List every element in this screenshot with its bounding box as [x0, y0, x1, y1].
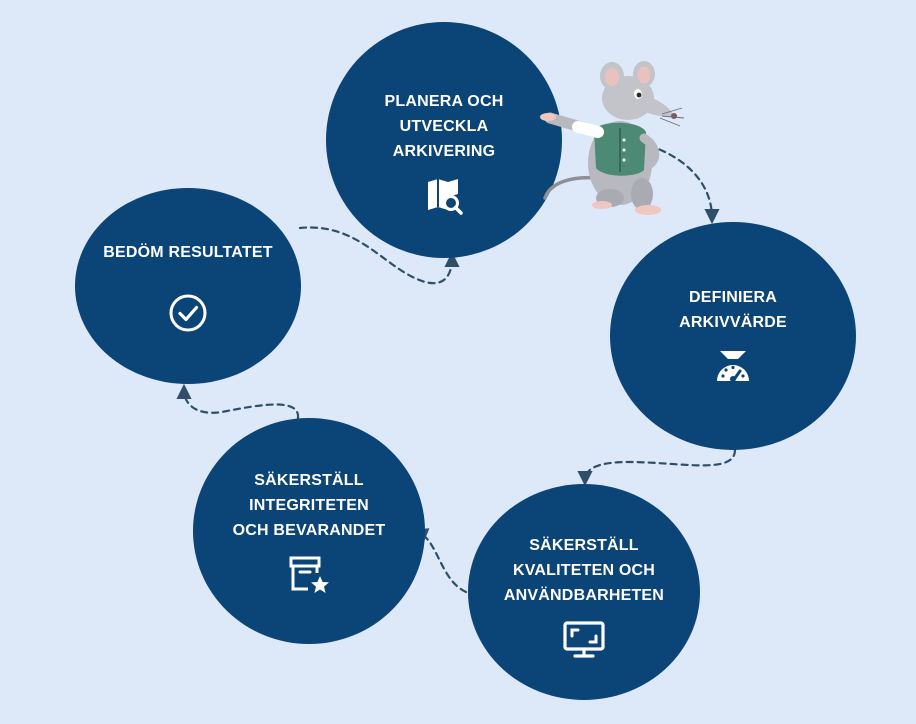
archive-star-icon [289, 556, 329, 593]
step-assess-label: BEDÖM RESULTATET [103, 243, 273, 261]
step-integrity-label: SÄKERSTÄLL INTEGRITETEN OCH BEVARANDET [232, 471, 386, 539]
step-define-label: DEFINIERA ARKIVVÄRDE [679, 289, 787, 331]
arrow-define-to-quality [577, 448, 737, 487]
step-integrity-circle: SÄKERSTÄLL INTEGRITETEN OCH BEVARANDET [193, 418, 425, 644]
monitor-icon [563, 620, 605, 658]
step-quality-circle: SÄKERSTÄLL KVALITETEN OCH ANVÄNDBARHETEN [468, 484, 700, 700]
check-circle-icon [169, 294, 207, 331]
step-plan-circle: PLANERA OCH UTVECKLA ARKIVERING [326, 22, 562, 258]
step-quality-label: SÄKERSTÄLL KVALITETEN OCH ANVÄNDBARHETEN [503, 536, 665, 604]
step-define-circle: DEFINIERA ARKIVVÄRDE [610, 222, 856, 450]
scale-gauge-icon [717, 351, 749, 383]
step-plan-label: PLANERA OCH UTVECKLA ARKIVERING [384, 92, 504, 160]
map-search-icon [428, 178, 463, 215]
arrow-quality-to-integrity [412, 528, 468, 594]
step-assess-circle: BEDÖM RESULTATET [75, 188, 301, 384]
mouse-illustration [540, 61, 685, 215]
arrow-assess-to-plan [298, 226, 460, 285]
arrow-integrity-to-assess [176, 383, 300, 420]
